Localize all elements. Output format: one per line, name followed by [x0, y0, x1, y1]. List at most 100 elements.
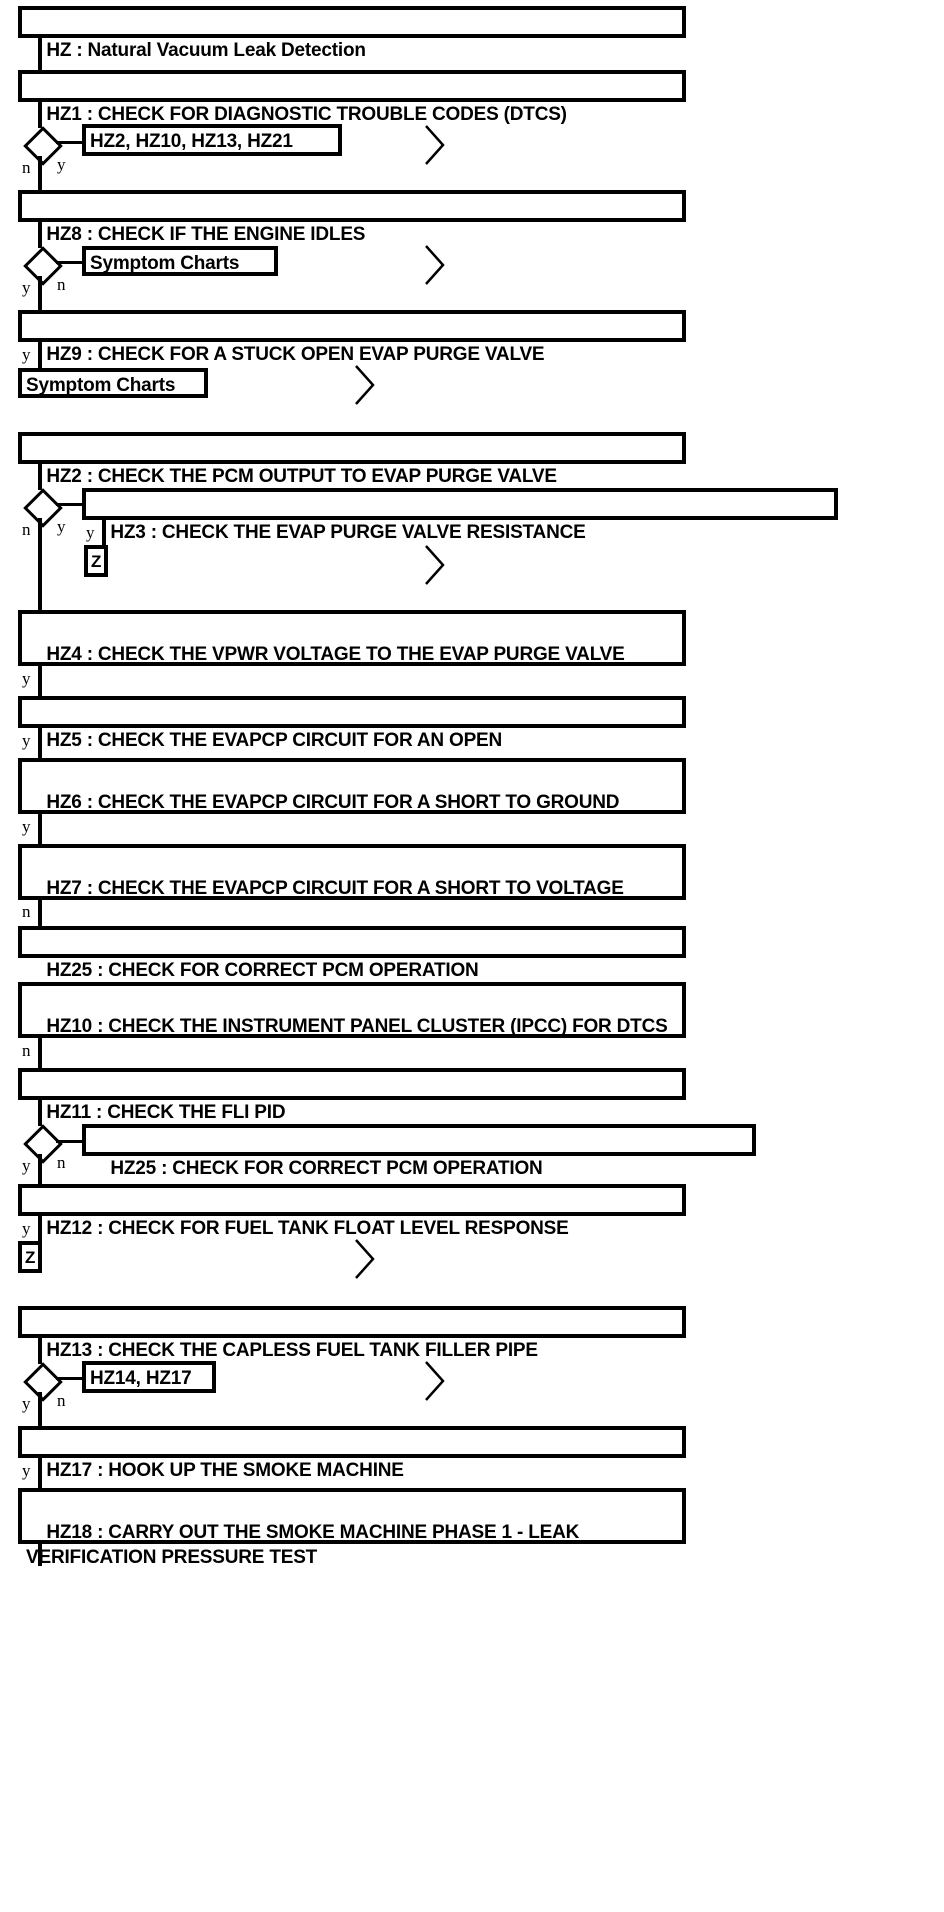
continuation-chevron-4 [422, 542, 448, 588]
reference-label-symptom-charts-2: Symptom Charts [26, 375, 176, 396]
step-box-hz10: HZ10 : CHECK THE INSTRUMENT PANEL CLUSTE… [18, 982, 686, 1038]
branch-label-hz5-y: y [22, 731, 31, 750]
step-label-hz6: HZ6 : CHECK THE EVAPCP CIRCUIT FOR A SHO… [46, 792, 620, 813]
step-label-hz5: HZ5 : CHECK THE EVAPCP CIRCUIT FOR AN OP… [46, 730, 503, 751]
connector-decision5-hz17 [38, 1392, 42, 1426]
connector-decision1-ref1 [56, 141, 86, 144]
connector-decision2-hz9 [38, 276, 42, 310]
branch-label-hz11-y: y [22, 1156, 31, 1175]
branch-label-hz9-y: y [22, 345, 31, 364]
connector-hz5-hz6 [38, 728, 42, 758]
branch-label-hz7-n: n [22, 902, 31, 921]
connector-hz11-decision4 [38, 1100, 42, 1126]
step-box-hz2: HZ2 : CHECK THE PCM OUTPUT TO EVAP PURGE… [18, 432, 686, 487]
flowchart-title-box: HZ : Natural Vacuum Leak Detection [18, 6, 686, 61]
offpage-connector-z-2: Z [18, 1241, 42, 1273]
connector-hz7-hz25a [38, 900, 42, 926]
decision-diamond-hz13 [23, 1362, 63, 1402]
reference-label-symptom-charts-1: Symptom Charts [90, 253, 240, 274]
step-label-hz1: HZ1 : CHECK FOR DIAGNOSTIC TROUBLE CODES… [46, 104, 567, 125]
step-label-hz2: HZ2 : CHECK THE PCM OUTPUT TO EVAP PURGE… [46, 466, 557, 487]
connector-decision1-hz8 [38, 156, 42, 190]
reference-box-symptom-charts-2: Symptom Charts [18, 368, 208, 398]
offpage-connector-z-1-label: Z [91, 552, 102, 571]
reference-label-hz14-hz17: HZ14, HZ17 [90, 1368, 192, 1389]
step-box-hz3: HZ3 : CHECK THE EVAP PURGE VALVE RESISTA… [82, 488, 838, 543]
continuation-chevron-3 [352, 362, 378, 408]
connector-hz2-decision3 [38, 464, 42, 490]
step-box-hz13: HZ13 : CHECK THE CAPLESS FUEL TANK FILLE… [18, 1306, 686, 1361]
connector-decision5-ref-hz14-hz17 [56, 1377, 86, 1380]
step-box-hz18: HZ18 : CARRY OUT THE SMOKE MACHINE PHASE… [18, 1488, 686, 1568]
step-label-hz17: HZ17 : HOOK UP THE SMOKE MACHINE [46, 1460, 404, 1481]
step-box-hz4: HZ4 : CHECK THE VPWR VOLTAGE TO THE EVAP… [18, 610, 686, 666]
step-label-hz3: HZ3 : CHECK THE EVAP PURGE VALVE RESISTA… [110, 522, 586, 543]
reference-label-hz2-hz10-hz13-hz21: HZ2, HZ10, HZ13, HZ21 [90, 131, 293, 152]
connector-decision3-hz3 [56, 503, 86, 506]
branch-label-hz13-y: y [22, 1394, 31, 1413]
step-box-hz9: HZ9 : CHECK FOR A STUCK OPEN EVAP PURGE … [18, 310, 686, 365]
step-box-hz6: HZ6 : CHECK THE EVAPCP CIRCUIT FOR A SHO… [18, 758, 686, 814]
step-box-hz25-b: HZ25 : CHECK FOR CORRECT PCM OPERATION [82, 1124, 756, 1179]
step-label-hz10: HZ10 : CHECK THE INSTRUMENT PANEL CLUSTE… [46, 1016, 668, 1037]
branch-label-hz4-y: y [22, 669, 31, 688]
connector-hz18-next [38, 1544, 42, 1566]
branch-label-hz17-y: y [22, 1461, 31, 1480]
step-box-hz8: HZ8 : CHECK IF THE ENGINE IDLES [18, 190, 686, 245]
offpage-connector-z-1: Z [84, 545, 108, 577]
branch-label-hz11-n: n [57, 1153, 66, 1172]
step-box-hz11: HZ11 : CHECK THE FLI PID [18, 1068, 686, 1123]
continuation-chevron-2 [422, 242, 448, 288]
step-label-hz9: HZ9 : CHECK FOR A STUCK OPEN EVAP PURGE … [46, 344, 545, 365]
step-box-hz17: HZ17 : HOOK UP THE SMOKE MACHINE [18, 1426, 686, 1481]
branch-label-hz10-n: n [22, 1041, 31, 1060]
branch-label-hz12-y: y [22, 1219, 31, 1238]
connector-decision4-hz12 [38, 1154, 42, 1184]
step-box-hz7: HZ7 : CHECK THE EVAPCP CIRCUIT FOR A SHO… [18, 844, 686, 900]
connector-title-hz1 [38, 38, 42, 70]
connector-hz8-decision2 [38, 222, 42, 248]
step-label-hz13: HZ13 : CHECK THE CAPLESS FUEL TANK FILLE… [46, 1340, 538, 1361]
branch-label-hz1-y: y [57, 155, 66, 174]
offpage-connector-z-2-label: Z [25, 1248, 36, 1267]
step-label-hz8: HZ8 : CHECK IF THE ENGINE IDLES [46, 224, 366, 245]
step-box-hz12: HZ12 : CHECK FOR FUEL TANK FLOAT LEVEL R… [18, 1184, 686, 1239]
continuation-chevron-5 [352, 1236, 378, 1282]
step-box-hz1: HZ1 : CHECK FOR DIAGNOSTIC TROUBLE CODES… [18, 70, 686, 125]
branch-label-hz1-n: n [22, 158, 31, 177]
branch-label-hz13-n: n [57, 1391, 66, 1410]
continuation-chevron-1 [422, 122, 448, 168]
connector-hz10-hz11 [38, 1038, 42, 1068]
step-label-hz18: HZ18 : CARRY OUT THE SMOKE MACHINE PHASE… [26, 1522, 585, 1568]
step-label-hz4: HZ4 : CHECK THE VPWR VOLTAGE TO THE EVAP… [46, 644, 625, 665]
step-label-hz7: HZ7 : CHECK THE EVAPCP CIRCUIT FOR A SHO… [46, 878, 624, 899]
step-box-hz25-a: HZ25 : CHECK FOR CORRECT PCM OPERATION [18, 926, 686, 981]
branch-label-hz2-y: y [57, 517, 66, 536]
branch-label-hz3-y: y [86, 523, 95, 542]
connector-hz9-symptomcharts [38, 342, 42, 372]
reference-box-hz14-hz17: HZ14, HZ17 [82, 1361, 216, 1393]
decision-diamond-hz1 [23, 126, 63, 166]
connector-hz3-z1 [102, 520, 106, 548]
step-box-hz5: HZ5 : CHECK THE EVAPCP CIRCUIT FOR AN OP… [18, 696, 686, 751]
connector-hz17-hz18 [38, 1458, 42, 1488]
continuation-chevron-6 [422, 1358, 448, 1404]
flowchart-title-text: HZ : Natural Vacuum Leak Detection [46, 40, 366, 61]
step-label-hz25-b: HZ25 : CHECK FOR CORRECT PCM OPERATION [110, 1158, 543, 1179]
decision-diamond-hz11 [23, 1124, 63, 1164]
step-label-hz25-a: HZ25 : CHECK FOR CORRECT PCM OPERATION [46, 960, 479, 981]
connector-hz13-decision5 [38, 1338, 42, 1364]
decision-diamond-hz2 [23, 488, 63, 528]
reference-box-symptom-charts-1: Symptom Charts [82, 246, 278, 276]
connector-hz1-decision1 [38, 102, 42, 128]
decision-diamond-hz8 [23, 246, 63, 286]
branch-label-hz8-y: y [22, 278, 31, 297]
connector-decision4-hz25b [56, 1140, 86, 1143]
connector-decision3-hz4 [38, 518, 42, 610]
branch-label-hz6-y: y [22, 817, 31, 836]
step-label-hz12: HZ12 : CHECK FOR FUEL TANK FLOAT LEVEL R… [46, 1218, 569, 1239]
reference-box-hz2-hz10-hz13-hz21: HZ2, HZ10, HZ13, HZ21 [82, 124, 342, 156]
connector-decision2-ref2 [56, 261, 86, 264]
branch-label-hz8-n: n [57, 275, 66, 294]
